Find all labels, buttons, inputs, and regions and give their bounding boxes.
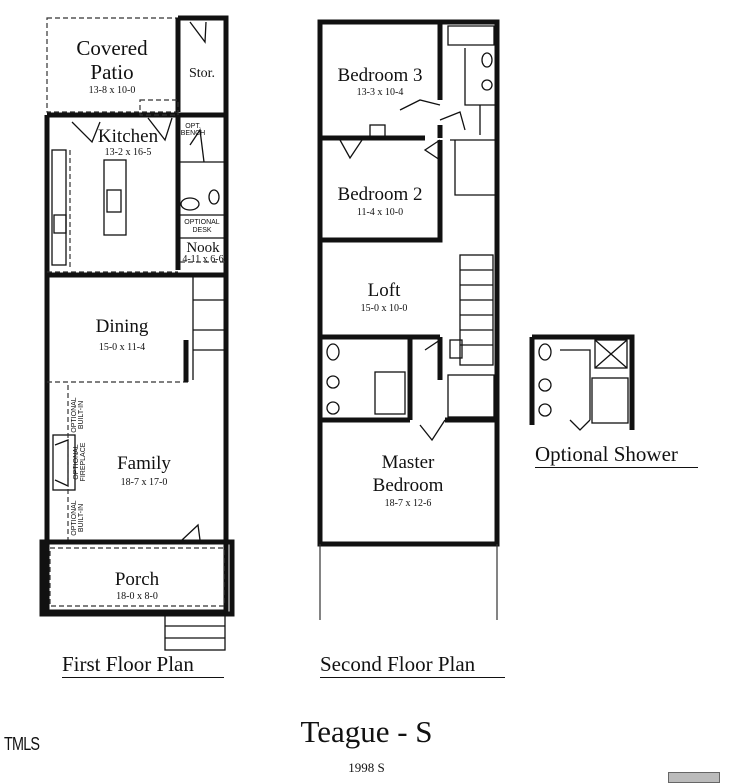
sink-icon — [180, 197, 200, 211]
tmls-logo: TMLS — [4, 734, 40, 754]
storage-door — [189, 21, 207, 44]
bedroom2-dims: 11-4 x 10-0 — [357, 207, 403, 218]
dining-label: Dining — [96, 316, 149, 337]
porch-steps — [164, 613, 226, 651]
kitchen-door — [71, 121, 101, 144]
sink — [106, 189, 122, 213]
covered-patio-dims: 13-8 x 10-0 — [89, 85, 136, 96]
master-bedroom-dims: 18-7 x 12-6 — [385, 498, 432, 509]
kitchen-counter — [51, 149, 67, 266]
front-door — [181, 523, 201, 541]
second-floor-stairs — [459, 254, 494, 366]
opt-bench-label: OPT. — [185, 123, 201, 130]
nook-dims: 4-11 x 6-6 — [182, 254, 223, 265]
optional-built-in-label: OPTIONAL — [71, 397, 78, 433]
opt-bench-label: BENCH — [181, 130, 206, 137]
plan-title: Teague - S — [300, 714, 433, 749]
first-floor-caption: First Floor Plan — [62, 652, 224, 678]
master-bedroom-label: Master — [382, 452, 435, 473]
storage-label: Stor. — [189, 66, 215, 81]
optional-shower-plan — [529, 334, 635, 431]
toilet-icon — [208, 189, 220, 205]
tub — [447, 25, 495, 46]
fireplace — [52, 434, 76, 491]
covered-patio-label: Covered — [76, 36, 148, 60]
dining-dims: 15-0 x 11-4 — [99, 342, 145, 353]
optional-fireplace-label: OPTIONAL — [73, 444, 80, 480]
optional-built-in-label: BUILT-IN — [78, 401, 85, 429]
first-floor-stairs — [192, 275, 226, 380]
first-floor-plan: Covered Patio 13-8 x 10-0 Stor. Kitchen … — [39, 15, 235, 651]
kitchen-label: Kitchen — [98, 126, 159, 147]
optional-built-in-label: BUILT-IN — [78, 504, 85, 532]
covered-patio-label: Patio — [90, 60, 133, 84]
family-label: Family — [117, 453, 171, 474]
bedroom3-label: Bedroom 3 — [338, 65, 423, 86]
second-floor-plan: Bedroom 3 13-3 x 10-4 Bedroom 2 11-4 x 1… — [317, 19, 500, 620]
storage-wall — [178, 15, 229, 612]
cooktop — [53, 214, 67, 234]
optional-shower-caption: Optional Shower — [535, 442, 698, 468]
nook-label: Nook — [186, 240, 220, 256]
family-dims: 18-7 x 17-0 — [121, 477, 168, 488]
optional-built-in-label: OPTIONAL — [71, 500, 78, 536]
bedroom2-label: Bedroom 2 — [338, 184, 423, 205]
porch-label: Porch — [115, 569, 160, 590]
kitchen-dims: 13-2 x 16-5 — [105, 147, 152, 158]
corner-badge — [668, 772, 720, 783]
optional-desk-label: OPTIONAL — [184, 219, 220, 226]
master-bedroom-label: Bedroom — [373, 475, 444, 496]
loft-label: Loft — [368, 280, 401, 301]
second-floor-caption: Second Floor Plan — [320, 652, 506, 678]
optional-fireplace-label: FIREPLACE — [80, 442, 87, 481]
second-floor-exterior-wall — [317, 19, 500, 547]
optional-desk-label: DESK — [192, 227, 211, 234]
bedroom3-dims: 13-3 x 10-4 — [357, 87, 404, 98]
kitchen-island — [103, 159, 127, 236]
master-shower — [374, 371, 406, 415]
porch-dims: 18-0 x 8-0 — [116, 591, 158, 602]
loft-dims: 15-0 x 10-0 — [361, 303, 408, 314]
plan-subtitle: 1998 S — [348, 760, 385, 775]
porch-outline — [39, 539, 235, 617]
